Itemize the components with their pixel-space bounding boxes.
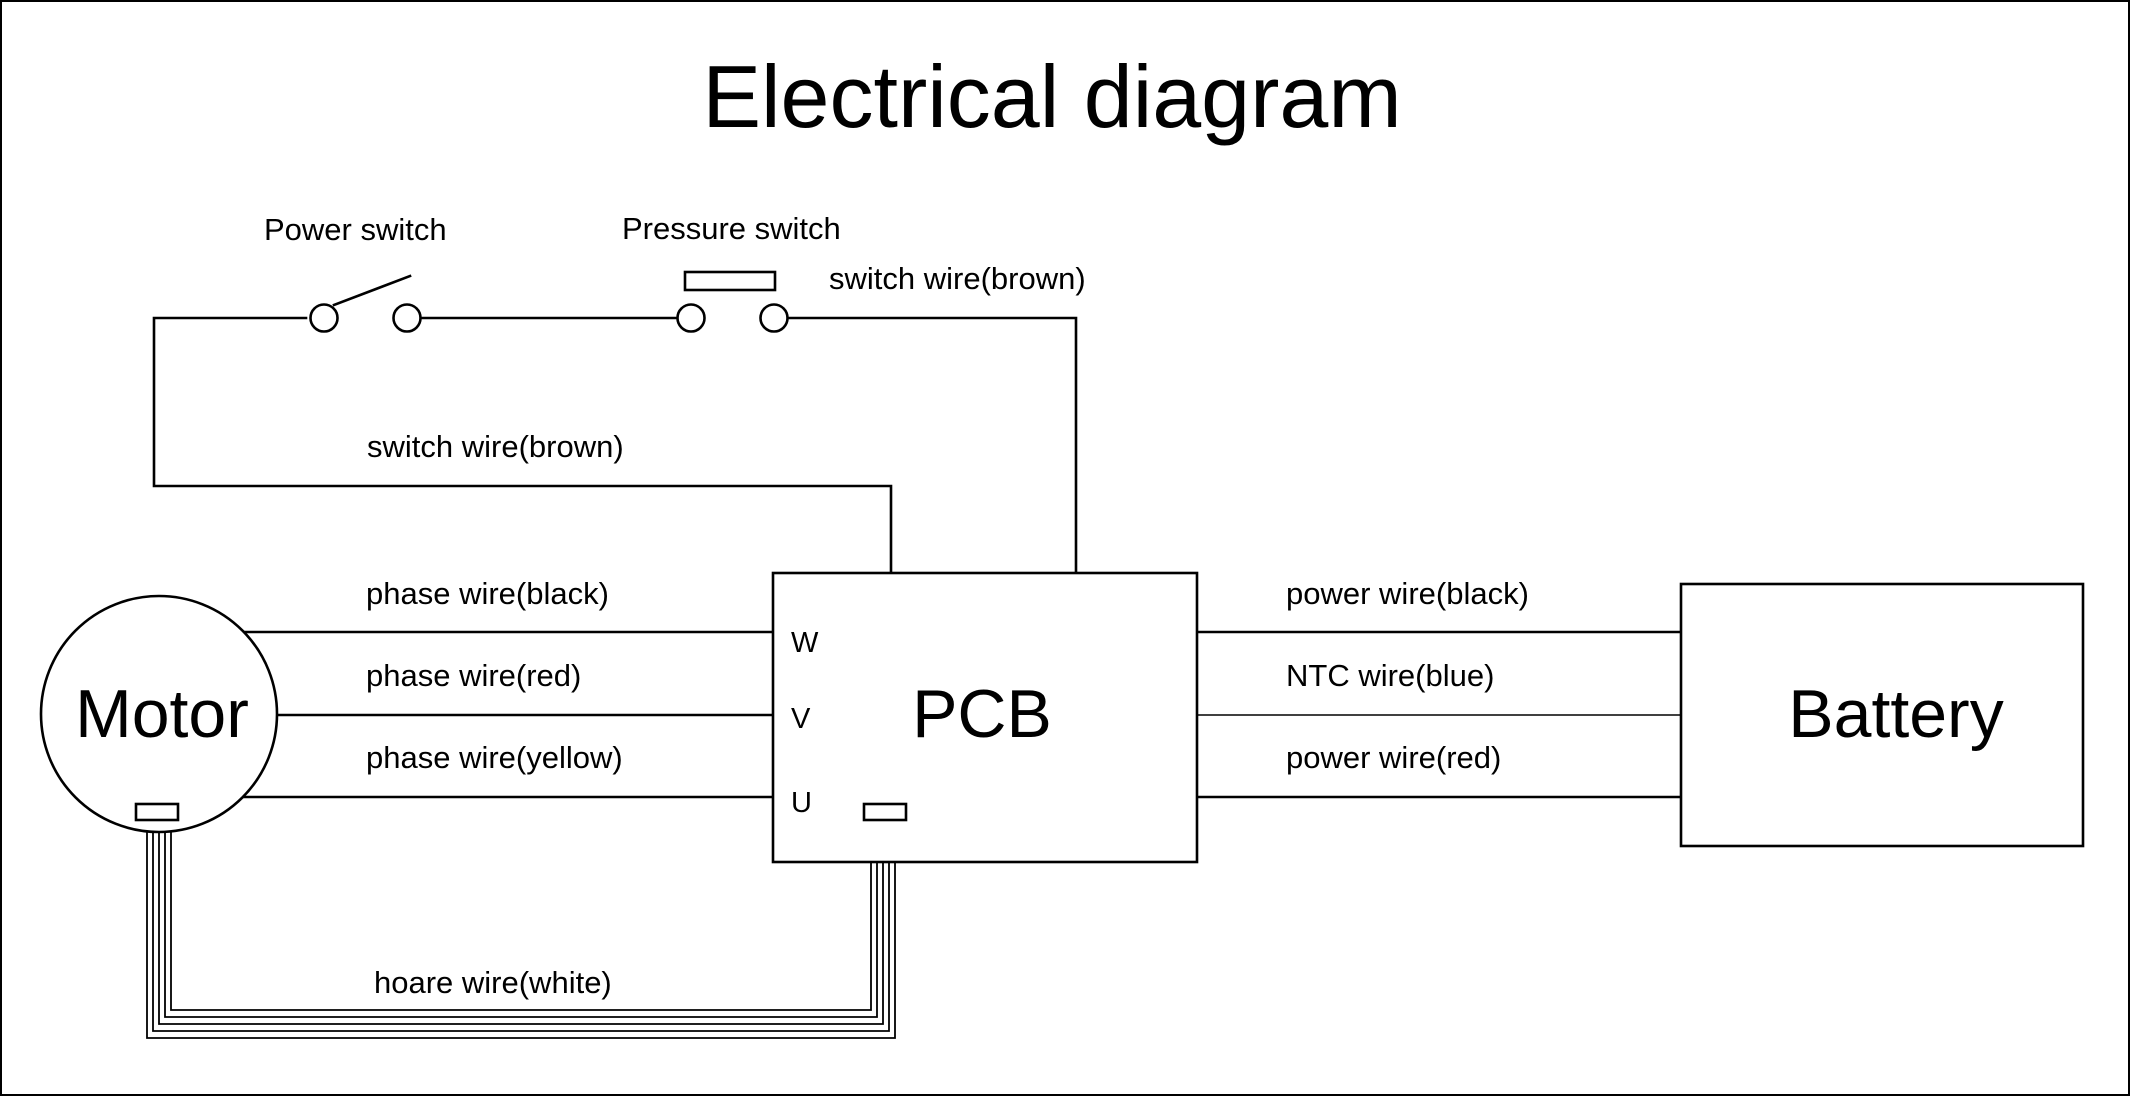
power-switch-terminal-right xyxy=(392,303,422,333)
pressure-switch-label: Pressure switch xyxy=(622,211,841,246)
motor-body xyxy=(39,594,279,834)
battery: Battery xyxy=(1679,582,2085,848)
pressure-switch-terminal-left xyxy=(676,303,706,333)
pressure-switch xyxy=(676,270,789,333)
ntc-wire-blue-label: NTC wire(blue) xyxy=(1286,658,1494,693)
motor-hall-connector xyxy=(134,802,180,822)
motor-label: Motor xyxy=(75,676,249,752)
motor: Motor xyxy=(39,594,279,834)
pressure-switch-terminal-right xyxy=(759,303,789,333)
switch-wire-top-label: switch wire(brown) xyxy=(829,261,1086,296)
power-switch-terminal-left xyxy=(309,303,339,333)
power-wire-red-label: power wire(red) xyxy=(1286,740,1501,775)
diagram-title: Electrical diagram xyxy=(702,47,1401,146)
phase-wire-red-label: phase wire(red) xyxy=(366,658,581,693)
pcb: PCB W V U xyxy=(771,571,1199,864)
pcb-pin-v: V xyxy=(791,703,811,735)
pcb-body xyxy=(771,571,1199,864)
battery-label: Battery xyxy=(1788,676,2003,752)
pressure-switch-plunger xyxy=(683,270,777,292)
pcb-pin-w: W xyxy=(791,627,819,659)
power-switch xyxy=(309,274,422,333)
pcb-label: PCB xyxy=(912,676,1052,752)
hall-wire-label: hoare wire(white) xyxy=(374,965,612,1000)
hall-wire-bundle xyxy=(146,822,896,1039)
battery-body xyxy=(1679,582,2085,848)
phase-wire-black-label: phase wire(black) xyxy=(366,576,609,611)
power-switch-label: Power switch xyxy=(264,212,447,247)
phase-wire-yellow-label: phase wire(yellow) xyxy=(366,740,623,775)
power-wire-black-label: power wire(black) xyxy=(1286,576,1529,611)
switch-circuit xyxy=(152,316,1078,575)
pcb-hall-connector xyxy=(862,802,908,822)
power-switch-lever xyxy=(332,274,412,307)
pcb-pin-u: U xyxy=(791,787,812,819)
switch-wire-left-label: switch wire(brown) xyxy=(367,429,624,464)
